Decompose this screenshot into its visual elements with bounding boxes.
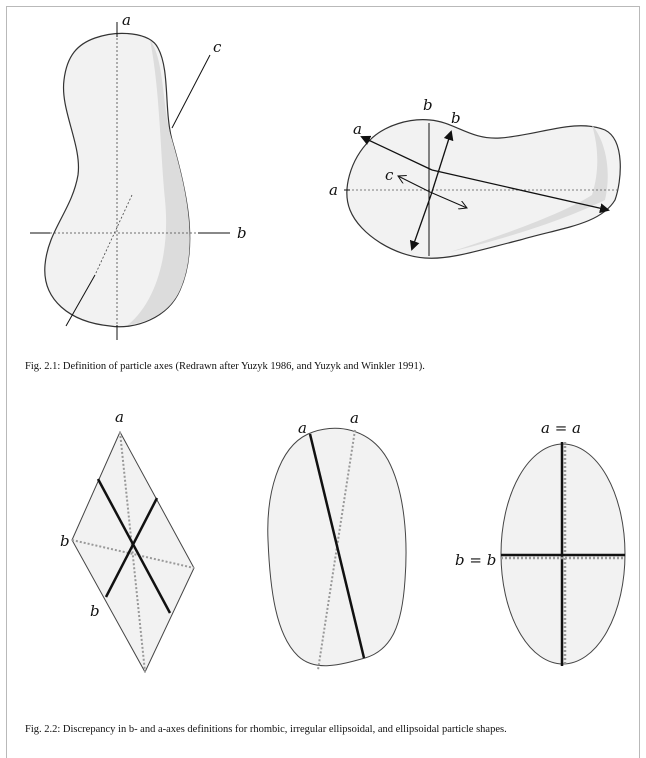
axis-c-dashed [94,194,133,276]
fig1-left-particle: a c b [30,11,247,340]
solid-axis-1 [96,478,172,614]
label-b-eq: b = b [455,551,496,569]
label-a-solid: a [298,419,307,437]
label-a: a [115,408,124,426]
figure-2-1-caption: Fig. 2.1: Definition of particle axes (R… [25,361,425,372]
fig2-irregular-particle: a a [267,409,407,671]
axis-b-arrow-up [430,130,454,196]
figure-2-2-caption: Fig. 2.2: Discrepancy in b- and a-axes d… [25,724,507,735]
label-b-bottom: b [90,602,100,620]
axis-a-arrow-start [360,135,433,171]
label-b1: b [423,96,433,114]
fig2-ellipsoidal-particle: a = a b = b [455,419,626,666]
axis-a-arrow-end [431,169,610,214]
label-b: b [237,224,247,242]
label-b-left: b [60,532,70,550]
label-c: c [213,38,222,56]
pear-shading [128,40,190,325]
label-a2: a [329,181,338,199]
label-a-dotted: a [350,409,359,427]
label-b2: b [451,109,461,127]
solid-a-axis [308,433,366,659]
label-c: c [385,166,394,184]
pear-outline [44,32,191,328]
axis-c-lower [65,274,96,327]
bean-shading [450,125,608,252]
bean-outline [346,119,621,259]
dotted-b [71,539,195,569]
fig1-right-particle: b b a a c [329,96,621,259]
label-a1: a [353,120,362,138]
axis-b-arrow-down [409,194,432,251]
axis-c-upper [171,54,211,129]
solid-axis-2 [104,497,159,598]
label-a-eq: a = a [541,419,581,437]
axis-c-arrow-2 [429,191,467,208]
dotted-a [119,431,146,673]
axis-c-arrow-1 [398,176,431,193]
label-a: a [122,11,131,29]
dotted-a-axis [317,429,356,671]
fig2-rhombic-particle: a b b [60,408,195,674]
